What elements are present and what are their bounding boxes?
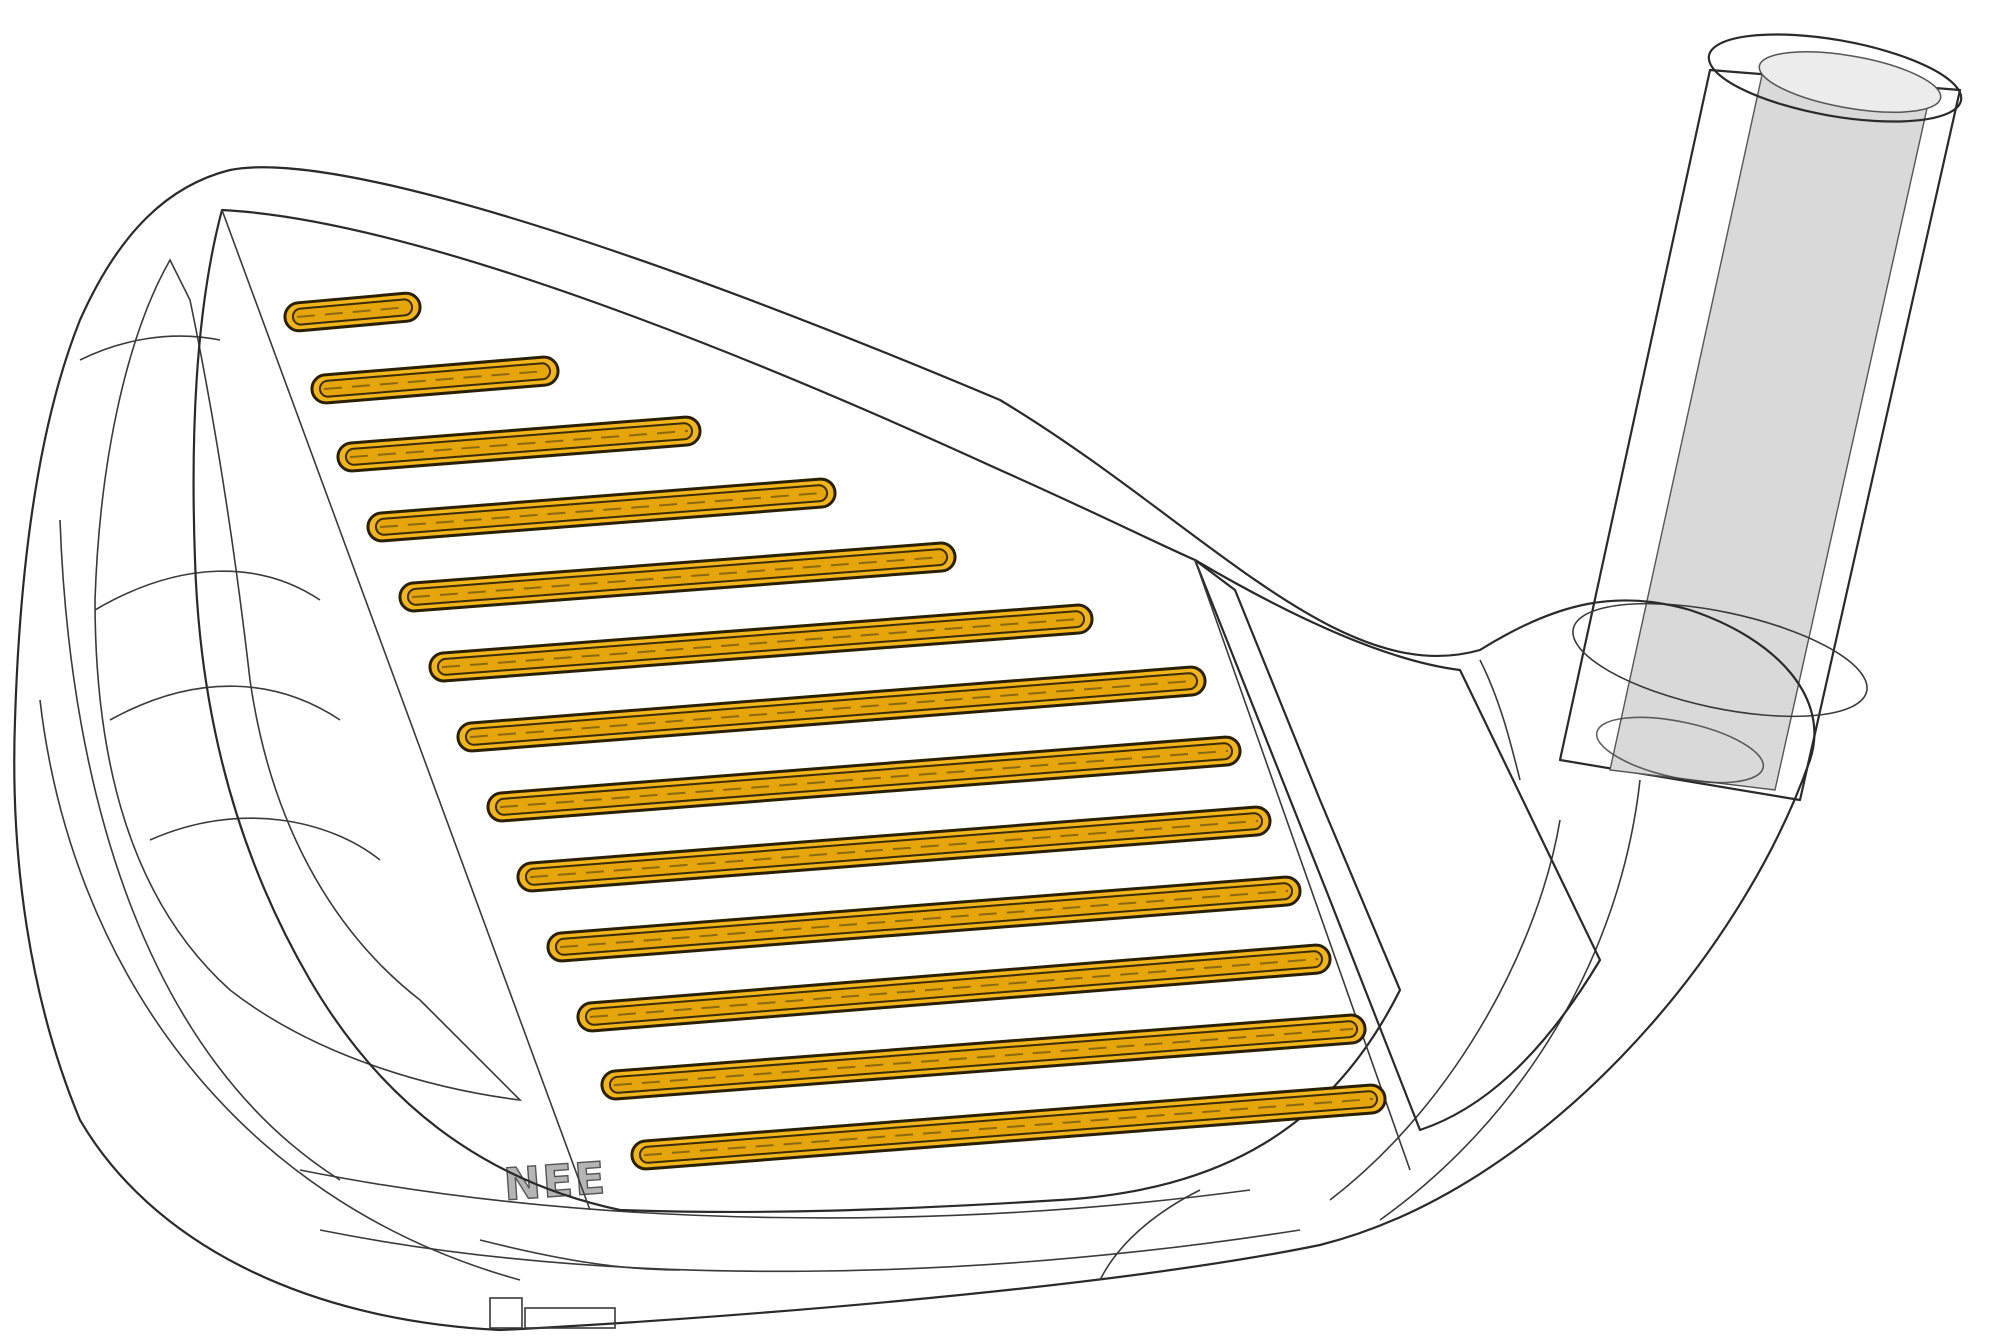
groove	[486, 735, 1242, 823]
groove	[576, 943, 1332, 1033]
groove	[630, 1083, 1387, 1171]
groove	[398, 541, 957, 613]
groove	[366, 477, 837, 543]
emboss-text: NEE	[502, 1153, 608, 1211]
groove	[428, 603, 1094, 683]
striking-face	[192, 208, 1602, 1214]
groove	[283, 291, 422, 333]
grooves	[283, 291, 1387, 1171]
groove	[310, 355, 560, 405]
groove	[456, 665, 1207, 753]
hosel	[1558, 33, 1963, 802]
groove	[516, 805, 1272, 893]
groove	[600, 1013, 1367, 1101]
body-shell: NEE	[13, 166, 1816, 1332]
groove	[336, 415, 702, 473]
groove	[546, 875, 1302, 963]
